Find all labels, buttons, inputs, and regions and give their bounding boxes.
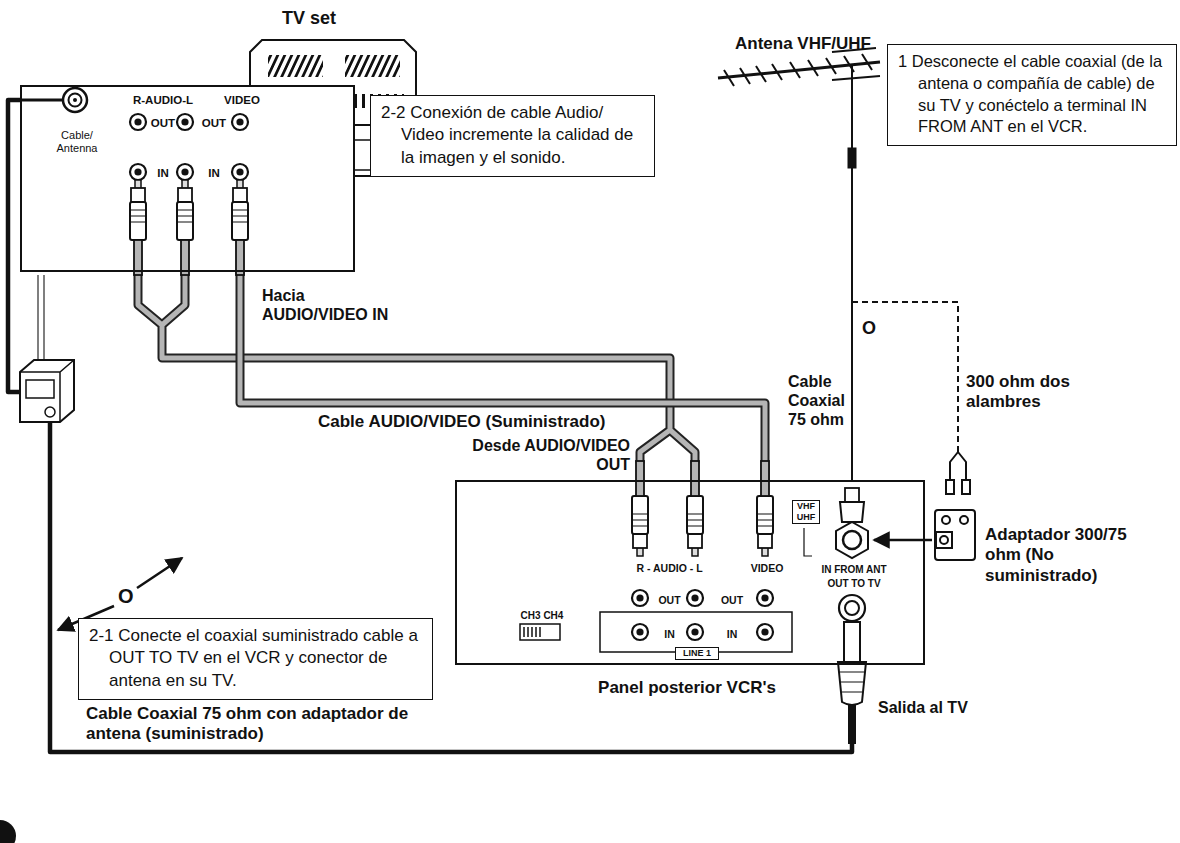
- note-box: 1 Desconecte el cable coaxial (de la ant…: [887, 44, 1177, 146]
- antenna-f-plug: [840, 488, 864, 522]
- note-box: 2-1 Conecte el coaxial suministrado cabl…: [78, 618, 433, 700]
- connector-label: Cable/ Antenna: [47, 129, 107, 154]
- cable-outline: [8, 100, 852, 752]
- device-heading: Antena VHF/UHF: [735, 34, 871, 54]
- jack-label: IN: [199, 167, 229, 180]
- rca-jack: [757, 590, 773, 606]
- rca-jack: [632, 624, 648, 640]
- note-text: 2-1 Conecte el coaxial suministrado cabl…: [109, 625, 422, 692]
- rca-plug: [177, 180, 193, 275]
- out-to-tv-connector: [845, 601, 859, 615]
- cable-label: Cable AUDIO/VIDEO (Suministrado): [318, 412, 605, 432]
- rca-plug: [632, 461, 648, 556]
- tv-jacks: [130, 114, 248, 180]
- rca-jack: [177, 164, 193, 180]
- cable-end-label: Desde AUDIO/VIDEO OUT: [470, 436, 630, 474]
- band-label: VHF UHF: [792, 500, 820, 524]
- antenna-in-connector: [843, 531, 861, 549]
- vcr-rear-panel: R - AUDIO - L VIDEO VHF UHF IN FROM ANT OUT O…: [455, 480, 925, 665]
- audio-cable-outline: [138, 275, 695, 462]
- connector-label: OUT TO TV: [814, 578, 894, 590]
- tv-back-panel: R-AUDIO-L VIDEO OUT OUT Cable/ AntennaIN IN: [20, 85, 355, 272]
- rca-jack: [232, 164, 248, 180]
- rca-jack: [687, 624, 703, 640]
- f-connector: [69, 94, 82, 107]
- rca-jack: [130, 114, 146, 130]
- jack-label: OUT: [655, 594, 685, 606]
- jack-label: IN: [717, 628, 747, 640]
- rca-jack: [757, 624, 773, 640]
- twin-lead-wire: [37, 275, 39, 365]
- twin-lead: [38, 275, 44, 365]
- balun: [848, 148, 856, 168]
- bracket-line: [804, 528, 812, 556]
- cable-end-label: Salida al TV: [878, 698, 968, 717]
- rca-plug: [687, 461, 703, 556]
- cable-end-label: Hacia AUDIO/VIDEO IN: [262, 286, 412, 324]
- jack-label: IN: [148, 167, 178, 180]
- panel-heading: Panel posterior VCR's: [557, 678, 817, 698]
- audio-cable: [138, 275, 695, 462]
- switch-label: CH3 CH4: [512, 610, 572, 622]
- note-box: 2-2 Conexión de cable Audio/ Video incre…: [370, 95, 655, 177]
- coaxial-cable: [8, 100, 852, 752]
- f-connector: [73, 98, 77, 102]
- audio-cable: [138, 275, 695, 462]
- antenna-mast: [851, 66, 853, 490]
- jack-label: OUT: [148, 117, 178, 130]
- connector-label: IN FROM ANT: [814, 564, 894, 576]
- jack-group-label: VIDEO: [217, 94, 267, 107]
- cable-label: Cable Coaxial 75 ohm: [788, 372, 848, 430]
- or-mark: O: [862, 318, 876, 340]
- note-text: 1 Desconecte el cable coaxial (de la ant…: [918, 51, 1166, 138]
- rca-jack: [130, 164, 146, 180]
- tv-vent: [345, 55, 400, 77]
- twin-lead-dashed: [852, 302, 958, 452]
- av-cable: [240, 272, 765, 480]
- antenna-element: [724, 54, 872, 86]
- jack-label: OUT: [199, 117, 229, 130]
- rca-jack: [177, 114, 193, 130]
- jack-group-label: VIDEO: [742, 562, 792, 574]
- or-mark: O: [118, 584, 134, 608]
- rca-jack: [232, 114, 248, 130]
- switch-ridges: [524, 627, 540, 637]
- rca-jack: [632, 590, 648, 606]
- out-to-tv-plug: [838, 622, 866, 744]
- antenna-adapter-plug: [20, 360, 74, 422]
- balun-adapter: [935, 510, 975, 560]
- twin-lead-fork: [946, 452, 970, 494]
- page-tab: [0, 820, 16, 843]
- tv-vent: [268, 55, 323, 77]
- jack-group-label: R - AUDIO - L: [615, 562, 725, 574]
- jack-group-label: R-AUDIO-L: [123, 94, 203, 107]
- cable-label: Cable Coaxial 75 ohm con adaptador de an…: [86, 704, 416, 745]
- coax-wire: [20, 99, 62, 102]
- input-group-label: LINE 1: [675, 647, 719, 660]
- adapter-label: Adaptador 300/75 ohm (No suministrado): [985, 525, 1145, 586]
- line1-box: [600, 612, 792, 652]
- rca-plug: [757, 461, 773, 556]
- antenna-in-connector: [836, 522, 868, 558]
- twin-lead-wire: [43, 275, 45, 365]
- note-text: 2-2 Conexión de cable Audio/ Video incre…: [401, 102, 644, 169]
- rca-jack: [687, 590, 703, 606]
- rca-plug: [232, 180, 248, 275]
- rca-plug: [130, 180, 146, 275]
- cable-label: 300 ohm dos alambres: [966, 372, 1078, 413]
- or-arrow: [137, 558, 182, 588]
- out-to-tv-connector: [839, 595, 865, 621]
- channel-switch: [520, 624, 560, 640]
- device-heading: TV set: [282, 8, 336, 30]
- jack-label: OUT: [717, 594, 747, 606]
- f-connector: [63, 88, 87, 112]
- tv-antenna-connector: [20, 88, 87, 112]
- or-arrows: [58, 540, 932, 630]
- jack-label: IN: [655, 628, 685, 640]
- cable-outline: [240, 272, 765, 480]
